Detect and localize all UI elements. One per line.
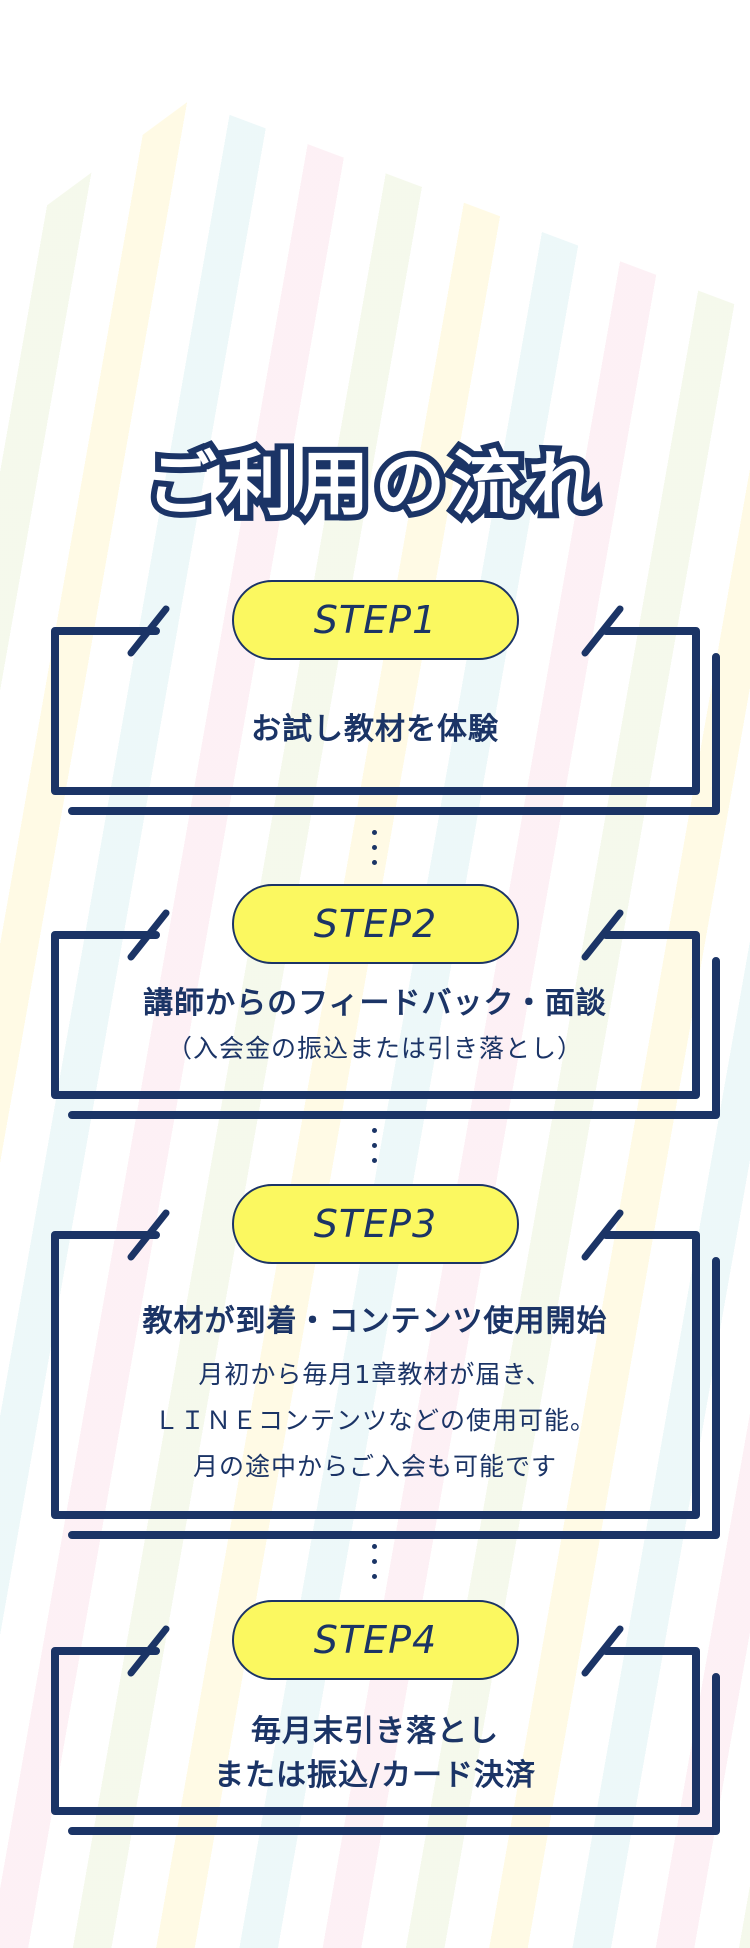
step-badge: STEP4 [232,1600,519,1680]
step-badge: STEP3 [232,1184,519,1264]
step-badge: STEP1 [232,580,519,660]
connector-dots [372,1544,378,1579]
step-note-line: 月の途中からご入会も可能です [192,1452,557,1481]
step-title: 教材が到着・コンテンツ使用開始 [142,1304,608,1339]
step-note-line: 月初から毎月1章教材が届き、 [198,1360,552,1389]
step-frame [51,1625,720,1835]
connector-dots [372,1128,378,1163]
step-title-line: 毎月末引き落とし [251,1714,499,1749]
step-note-line: ＬＩＮＥコンテンツなどの使用可能。 [153,1406,596,1435]
step-frame [51,605,720,815]
step-note: （入会金の振込または引き落とし） [166,1034,583,1063]
step-frame [51,909,720,1119]
step-title-line: または振込/カード決済 [214,1758,536,1793]
step-frame [51,1209,720,1539]
page-title: ご利用の流れ [141,437,603,531]
connector-dots [372,830,378,865]
step-title: 講師からのフィードバック・面談 [143,986,607,1021]
step-title: お試し教材を体験 [251,712,499,747]
step-badge: STEP2 [232,884,519,964]
